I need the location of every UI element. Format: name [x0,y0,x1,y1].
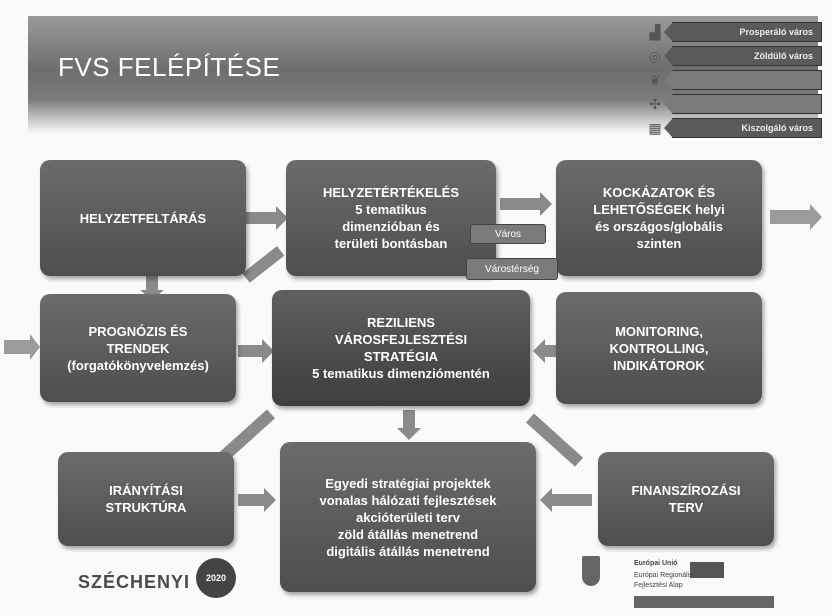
box-monitoring: MONITORING, KONTROLLING, INDIKÁTOROK [556,292,762,404]
box-line: TRENDEK [106,340,170,356]
arrow-head [810,204,822,230]
box-line: MONITORING, [615,323,703,339]
box-line: LEHETŐSÉGEK helyi [593,202,725,217]
box-line: INDIKÁTOROK [613,357,705,373]
arrow-helyzetfeltaras-to-ertekeles [246,212,276,224]
eu-banner-bar [634,596,774,608]
eu-fund-line: Európai Regionális [634,572,693,579]
box-line: REZILIENS [367,315,435,330]
box-line: területi bontásban [334,236,448,251]
box-line: vonalas hálózati fejlesztések [319,492,497,508]
arrow-prognozis-to-reziliens [238,345,262,357]
tag-varostersegi: Várostérség [466,258,558,280]
arrow-head [262,339,274,363]
box-line: 5 tematikus [355,202,427,217]
box-kockazatok: KOCKÁZATOK ÉS LEHETŐSÉGEK helyi és orszá… [556,160,762,276]
side-arrow-left [4,340,30,354]
box-line: KOCKÁZATOK ÉS [602,185,716,200]
box-line: zöld átállás menetrend [337,526,479,542]
side-arrow-right [770,210,810,224]
arrow-reziliens-to-egyedi [403,410,415,428]
box-line: 5 tematikus dimenziómentén [312,366,490,381]
theme-item-3[interactable]: ❦ [646,70,822,90]
leaf-icon: ❦ [649,71,661,88]
szechenyi-logo-text: SZÉCHENYI [78,572,191,592]
eu-label: Európai Unió [634,560,678,567]
arrow-head [533,339,545,363]
box-line: dimenzióban és [342,219,440,234]
box-line: akcióterületi terv [355,509,461,525]
box-line: HELYZETÉRTÉKELÉS [322,185,460,200]
box-line: VÁROSFEJLESZTÉSI [334,332,468,347]
box-line: digitális átállás menetrend [326,543,490,559]
theme-label: Prosperáló város [664,22,822,42]
box-line: STRUKTÚRA [105,500,187,515]
city-icon: ▟ [649,23,661,40]
theme-item-4[interactable]: ✣ [646,94,822,114]
box-finanszirozasi: FINANSZÍROZÁSI TERV [598,452,774,546]
theme-item-zoldulo[interactable]: ◎ Zöldülő város [646,46,822,66]
arrow-iranyitasi-to-egyedi [238,494,264,506]
arrow-head [30,334,40,360]
box-prognozis: PROGNÓZIS ÉS TRENDEK (forgatókönyvelemzé… [40,294,236,402]
coat-of-arms-icon [582,556,600,586]
eu-fund-line: Fejlesztési Alap [634,582,683,589]
arrow-head [397,428,421,440]
box-iranyitasi: IRÁNYÍTÁSI STRUKTÚRA [58,452,234,546]
arrow-ertekeles-to-prognozis [242,246,285,283]
arrow-helyzetfeltaras-to-prognozis [146,276,158,292]
arrow-head [540,192,552,216]
box-line: FINANSZÍROZÁSI [631,483,741,498]
arrow-ertekeles-to-kockazatok [500,198,540,210]
eu-flag-icon [690,562,724,578]
szechenyi-logo-badge: 2020 [196,558,236,598]
box-egyedi: Egyedi stratégiai projektek vonalas háló… [280,442,536,592]
box-line: STRATÉGIA [363,349,439,364]
theme-label [664,70,822,90]
box-line: PROGNÓZIS ÉS [88,323,188,339]
building-icon: ▦ [648,119,662,136]
theme-list: ▟ Prosperáló város ◎ Zöldülő város ❦ ✣ ▦… [646,22,822,142]
box-line: IRÁNYÍTÁSI [109,483,183,498]
arrow-head [276,206,288,230]
theme-label [664,94,822,114]
arrow-finanszirozasi-to-egyedi [552,494,592,506]
slide-title: FVS FELÉPÍTÉSE [58,52,281,82]
box-line: (forgatókönyvelemzés) [67,357,209,373]
theme-label: Kiszolgáló város [664,118,822,138]
box-reziliens: REZILIENS VÁROSFEJLESZTÉSI STRATÉGIA 5 t… [272,290,530,406]
arrow-head [264,488,276,512]
box-helyzetfeltaras: HELYZETFELTÁRÁS [40,160,246,276]
theme-item-kiszolgalo[interactable]: ▦ Kiszolgáló város [646,118,822,138]
box-line: TERV [668,500,704,515]
box-helyzetertekeles: HELYZETÉRTÉKELÉS 5 tematikus dimenzióban… [286,160,496,276]
theme-label: Zöldülő város [664,46,822,66]
people-icon: ✣ [649,95,661,112]
theme-item-prosperalo[interactable]: ▟ Prosperáló város [646,22,822,42]
globe-icon: ◎ [648,47,662,64]
box-label: HELYZETFELTÁRÁS [79,210,207,226]
box-line: szinten [636,236,682,251]
arrow-head [540,488,552,512]
tag-varos: Város [470,224,546,244]
box-line: Egyedi stratégiai projektek [325,475,491,491]
box-line: és országos/globális [595,219,723,234]
box-line: KONTROLLING, [609,340,709,356]
